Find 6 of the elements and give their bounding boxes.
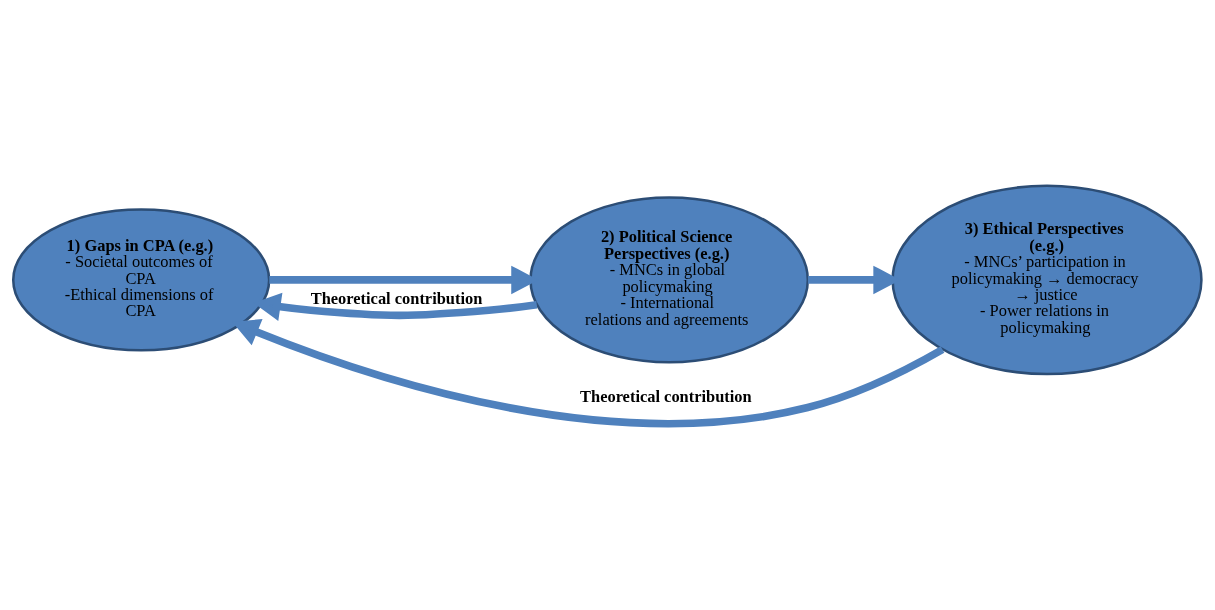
node-ellipse: 3) Ethical Perspectives (e.g.) - MNCs’ participation in policymaking → democracy → justice - Power relations in policymaking bbox=[891, 184, 1203, 376]
edge-label: Theoretical contribution bbox=[310, 289, 483, 309]
node-ellipse: 1) Gaps in CPA (e.g.) - Societal outcomes of CPA -Ethical dimensions of CPA bbox=[12, 208, 271, 352]
edge-label: Theoretical contribution bbox=[580, 386, 752, 406]
node-ellipse: 2) Political Science Perspectives (e.g.) - MNCs in global policymaking - International relations and agreements bbox=[529, 196, 810, 364]
arrow bbox=[232, 319, 945, 428]
